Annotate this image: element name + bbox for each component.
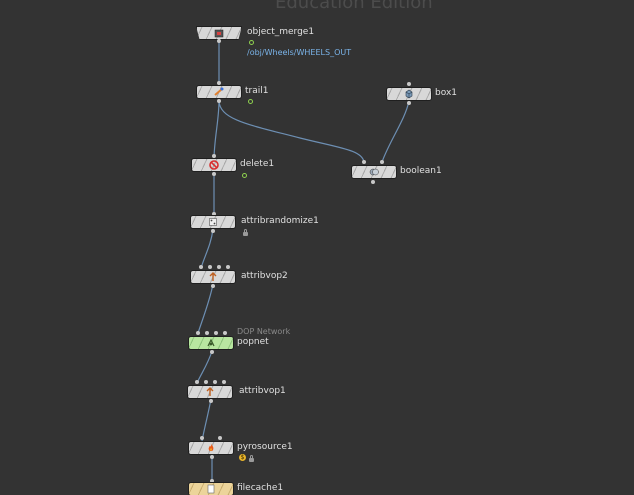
node-label-filecache1[interactable]: filecache1	[237, 483, 284, 493]
delete-icon	[209, 160, 219, 170]
boolean-icon	[369, 167, 379, 177]
input-port[interactable]	[214, 331, 218, 335]
object-merge-icon	[214, 28, 224, 38]
lock-icon	[249, 455, 254, 462]
output-port[interactable]	[209, 399, 213, 403]
node-attribvop1[interactable]	[187, 385, 233, 399]
output-port[interactable]	[217, 39, 221, 43]
input-port[interactable]	[204, 380, 208, 384]
node-attribvop2[interactable]	[190, 270, 236, 284]
object-path-label: /obj/Wheels/WHEELS_OUT	[247, 48, 352, 57]
node-delete1[interactable]	[191, 158, 237, 172]
education-edition-watermark: Education Edition	[275, 0, 433, 13]
input-port[interactable]	[217, 265, 221, 269]
node-label-trail1[interactable]: trail1	[245, 86, 269, 96]
input-port[interactable]	[362, 160, 366, 164]
node-type-label: DOP Network	[237, 327, 291, 336]
node-object-merge1[interactable]	[196, 26, 242, 40]
input-port[interactable]	[210, 479, 214, 483]
node-label-attribvop1[interactable]: attribvop1	[239, 386, 286, 396]
wire-box-to-boolean	[381, 100, 410, 163]
box-icon	[404, 89, 414, 99]
warning-badge-icon: $	[239, 454, 246, 461]
node-boolean1[interactable]	[351, 165, 397, 179]
output-port[interactable]	[211, 229, 215, 233]
attribrandomize-icon	[208, 217, 218, 227]
wire-attribvop2-to-popnet	[197, 283, 214, 334]
node-box1[interactable]	[386, 87, 432, 101]
node-attribrandomize1[interactable]	[190, 215, 236, 229]
wire-trail-to-boolean	[218, 100, 365, 163]
output-port[interactable]	[210, 455, 214, 459]
wire-attribvop1-to-pyrosource	[201, 398, 212, 442]
node-popnet[interactable]	[188, 336, 234, 350]
input-port[interactable]	[205, 331, 209, 335]
dop-network-icon	[206, 338, 216, 348]
input-port[interactable]	[196, 331, 200, 335]
input-port[interactable]	[407, 82, 411, 86]
wire-trail-to-delete	[213, 100, 220, 161]
input-port[interactable]	[218, 436, 222, 440]
output-port[interactable]	[407, 101, 411, 105]
node-label-attribvop2[interactable]: attribvop2	[241, 271, 288, 281]
display-flag-icon[interactable]	[242, 173, 247, 178]
output-port[interactable]	[212, 172, 216, 176]
input-port[interactable]	[199, 265, 203, 269]
input-port[interactable]	[208, 265, 212, 269]
output-port[interactable]	[210, 350, 214, 354]
input-port[interactable]	[217, 81, 221, 85]
output-port[interactable]	[211, 284, 215, 288]
display-flag-icon[interactable]	[248, 99, 253, 104]
input-port[interactable]	[200, 436, 204, 440]
vop-icon	[205, 387, 215, 397]
input-port[interactable]	[195, 380, 199, 384]
node-trail1[interactable]	[196, 85, 242, 99]
pyro-flame-icon	[206, 443, 216, 453]
vop-icon	[208, 272, 218, 282]
node-label-box1[interactable]: box1	[435, 88, 457, 98]
node-filecache1[interactable]	[188, 482, 234, 495]
output-port[interactable]	[371, 180, 375, 184]
input-port[interactable]	[380, 160, 384, 164]
input-port[interactable]	[222, 380, 226, 384]
input-port[interactable]	[223, 331, 227, 335]
node-label-delete1[interactable]: delete1	[240, 159, 275, 169]
trail-icon	[214, 87, 224, 97]
output-port[interactable]	[217, 99, 221, 103]
display-flag-icon[interactable]	[249, 40, 254, 45]
node-label-boolean1[interactable]: boolean1	[400, 166, 442, 176]
input-port[interactable]	[212, 154, 216, 158]
lock-icon	[243, 229, 248, 236]
wire-attribrandomize-to-attribvop2	[200, 228, 214, 269]
wire-popnet-to-attribvop1	[196, 350, 213, 384]
node-label-attribrandomize1[interactable]: attribrandomize1	[241, 216, 319, 226]
node-label-object-merge1[interactable]: object_merge1	[247, 27, 315, 37]
node-pyrosource1[interactable]	[188, 441, 234, 455]
node-label-popnet[interactable]: popnet	[237, 337, 269, 347]
file-cache-icon	[206, 484, 216, 494]
input-port[interactable]	[212, 212, 216, 216]
input-port[interactable]	[226, 265, 230, 269]
node-label-pyrosource1[interactable]: pyrosource1	[237, 442, 293, 452]
input-port[interactable]	[213, 380, 217, 384]
